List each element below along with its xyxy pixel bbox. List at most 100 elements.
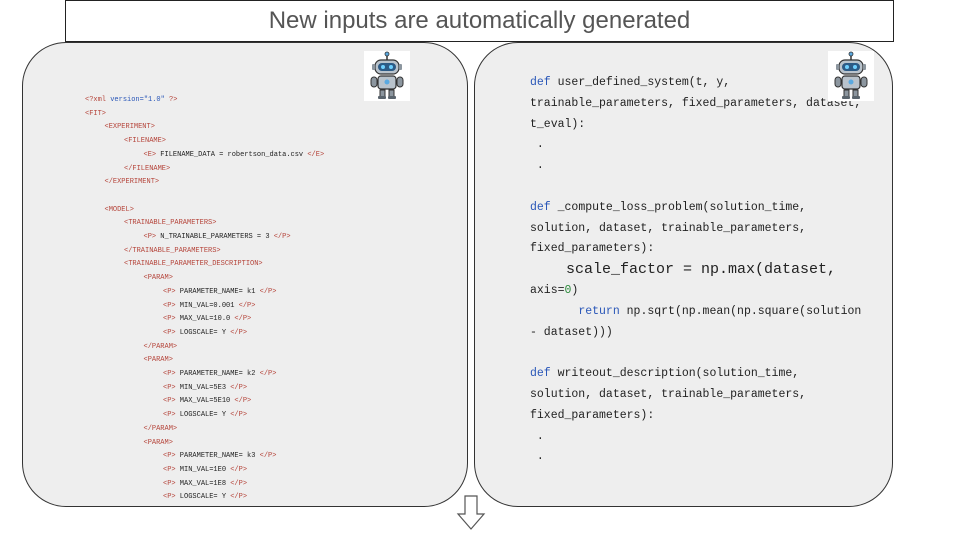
xml-token: MIN_VAL=1E0 — [175, 465, 231, 474]
xml-line: <MODEL> — [105, 205, 134, 215]
xml-token: <E> — [143, 150, 157, 159]
xml-token: </EXPERIMENT> — [104, 178, 160, 187]
xml-token: MIN_VAL=0.001 — [175, 301, 239, 310]
xml-line: <P> LOGSCALE= Y </P> — [163, 410, 247, 420]
xml-token: <P> — [163, 493, 176, 502]
xml-token: </FILENAME> — [124, 164, 171, 173]
xml-token: LOGSCALE= Y — [175, 493, 231, 502]
xml-token: </P> — [238, 301, 256, 310]
code-token: . — [530, 450, 544, 464]
xml-token: </TRAINABLE_PARAMETERS> — [124, 246, 221, 255]
code-line: scale_factor = np.max(dataset, — [530, 260, 836, 280]
xml-token: </P> — [259, 452, 277, 461]
code-token: np.sqrt(np.mean(np.square(solution — [619, 304, 862, 318]
xml-token: <FIT> — [85, 109, 107, 118]
code-token: user_defined_system(t, y, — [550, 76, 731, 89]
xml-line: <FILENAME> — [124, 136, 166, 146]
code-line: def user_defined_system(t, y, — [530, 73, 730, 93]
xml-line: <P> PARAMETER_NAME= k2 </P> — [163, 369, 276, 379]
diagram-title: New inputs are automatically generated — [65, 0, 894, 42]
code-token: . — [530, 138, 544, 152]
xml-token: <MODEL> — [104, 205, 134, 214]
xml-line: </PARAM> — [144, 342, 178, 352]
code-token: 0 — [564, 284, 572, 297]
code-line: fixed_parameters): — [530, 406, 654, 426]
xml-token: <P> — [163, 452, 176, 461]
code-token: _compute_loss_problem(solution_time, — [550, 200, 807, 214]
code-token: scale_factor = np.max(dataset, — [530, 261, 837, 279]
xml-token: <?xml — [85, 96, 111, 104]
xml-token: </P> — [230, 479, 248, 488]
code-token: fixed_parameters): — [530, 408, 655, 422]
code-line: - dataset))) — [530, 323, 613, 343]
xml-line: <TRAINABLE_PARAMETER_DESCRIPTION> — [124, 259, 263, 269]
xml-line: </FILENAME> — [124, 164, 170, 174]
xml-line: <P> LOGSCALE= Y </P> — [163, 492, 247, 502]
code-token: def — [530, 76, 551, 89]
xml-line: <P> MIN_VAL=0.001 </P> — [163, 301, 255, 311]
code-line: fixed_parameters): — [530, 239, 654, 259]
xml-token: </PARAM> — [143, 342, 178, 351]
code-line: . — [530, 427, 544, 447]
code-line: def writeout_description(solution_time, — [530, 364, 799, 384]
xml-token: ?> — [169, 96, 178, 104]
xml-token: <PARAM> — [143, 356, 173, 365]
xml-line: <PARAM> — [144, 355, 173, 365]
code-token: . — [530, 429, 544, 443]
xml-token: <P> — [163, 411, 176, 420]
xml-line: <P> PARAMETER_NAME= k1 </P> — [163, 287, 276, 297]
code-token: ) — [571, 284, 579, 297]
xml-line: <FIT> — [85, 109, 106, 119]
code-token: solution, dataset, trainable_parameters, — [530, 221, 807, 235]
xml-line: </TRAINABLE_PARAMETERS> — [124, 246, 221, 256]
xml-line: <P> MAX_VAL=1E8 </P> — [163, 479, 247, 489]
xml-line: </EXPERIMENT> — [105, 177, 160, 187]
xml-line: <P> MIN_VAL=1E0 </P> — [163, 465, 247, 475]
xml-token: </P> — [273, 233, 291, 241]
robot-icon — [364, 51, 410, 101]
xml-line: </PARAM> — [144, 506, 178, 507]
xml-token: </P> — [230, 328, 248, 337]
xml-token: <EXPERIMENT> — [104, 123, 155, 132]
xml-token: FILENAME_DATA = robertson_data.csv — [156, 150, 308, 159]
xml-line: <P> MAX_VAL=10.0 </P> — [163, 314, 251, 324]
xml-line: <EXPERIMENT> — [105, 122, 155, 132]
xml-token: PARAMETER_NAME= k1 — [175, 287, 260, 296]
code-line: def _compute_loss_problem(solution_time, — [530, 198, 806, 218]
xml-token: <P> — [163, 479, 176, 488]
xml-token: </P> — [230, 411, 248, 420]
xml-line: <P> LOGSCALE= Y </P> — [163, 328, 247, 338]
xml-token: <P> — [163, 370, 176, 378]
xml-token: <P> — [163, 328, 176, 337]
xml-line: <P> MIN_VAL=5E3 </P> — [163, 383, 247, 393]
code-line: solution, dataset, trainable_parameters, — [530, 219, 806, 239]
xml-token: </P> — [234, 397, 252, 406]
code-line: return np.sqrt(np.mean(np.square(solutio… — [530, 302, 861, 322]
code-token: writeout_description(solution_time, — [550, 367, 800, 381]
code-token: . — [530, 159, 544, 173]
xml-token: <TRAINABLE_PARAMETER_DESCRIPTION> — [124, 260, 263, 269]
python-output-panel: def user_defined_system(t, y,trainable_p… — [474, 42, 893, 507]
xml-token: </P> — [259, 287, 277, 296]
xml-token: <PARAM> — [143, 274, 173, 283]
down-arrow-icon — [456, 495, 486, 536]
xml-token: </P> — [230, 493, 248, 502]
code-token: return — [578, 304, 620, 318]
xml-line: <P> PARAMETER_NAME= k3 </P> — [163, 451, 276, 461]
xml-token: version="1.0" — [110, 96, 170, 104]
xml-token: <P> — [143, 233, 157, 241]
code-token — [530, 305, 578, 318]
xml-line: <PARAM> — [144, 438, 173, 448]
xml-token: LOGSCALE= Y — [175, 411, 231, 420]
xml-token: </P> — [259, 370, 277, 378]
code-line: . — [530, 156, 544, 176]
xml-token: <P> — [163, 397, 176, 406]
xml-token: </PARAM> — [143, 424, 178, 433]
code-line: axis=0) — [530, 281, 578, 301]
code-line: . — [530, 447, 544, 467]
xml-line: </PARAM> — [144, 424, 178, 434]
code-token: def — [530, 367, 551, 381]
xml-token: MIN_VAL=5E3 — [175, 383, 231, 392]
python-code-block: def user_defined_system(t, y,trainable_p… — [475, 43, 892, 506]
code-line: solution, dataset, trainable_parameters, — [530, 385, 806, 405]
